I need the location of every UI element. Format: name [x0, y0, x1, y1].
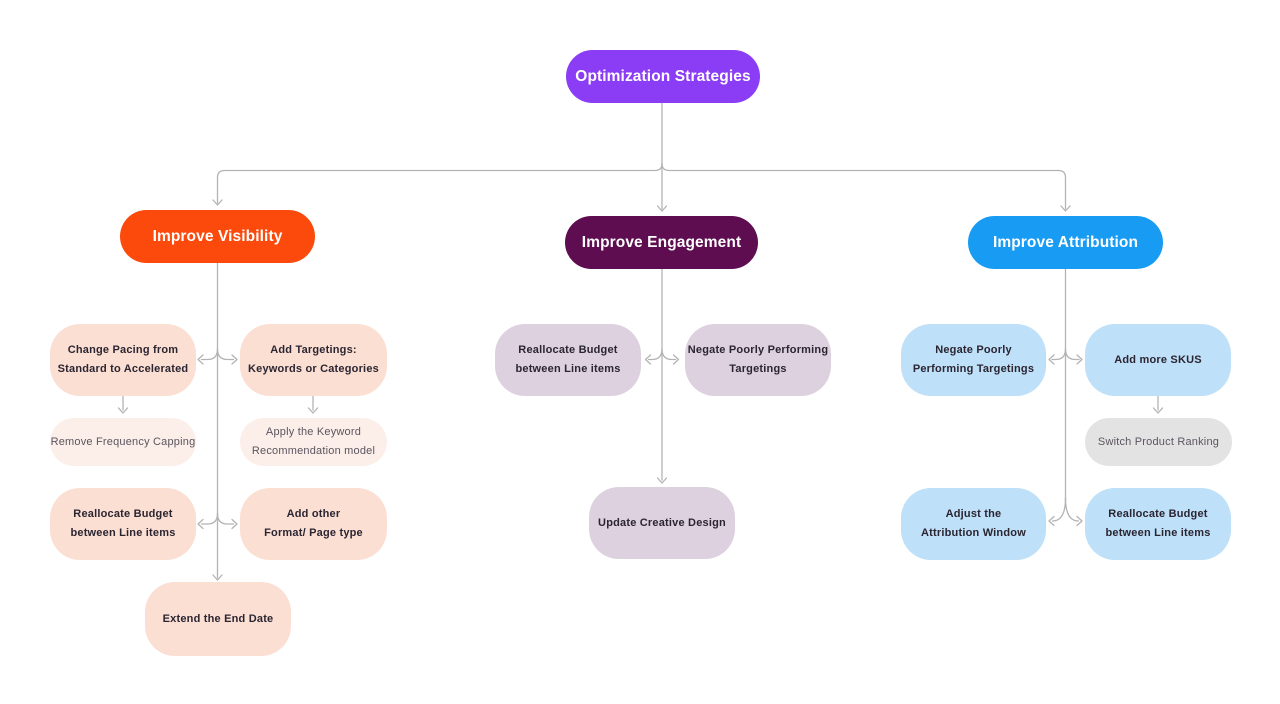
node-add-other-format: Add other Format/ Page type	[240, 488, 387, 560]
node-remove-frequency-capping: Remove Frequency Capping	[50, 418, 196, 466]
connector-root-to-branches	[212, 102, 1071, 212]
node-negate-targetings-attribution: Negate Poorly Performing Targetings	[901, 324, 1046, 396]
node-improve-attribution: Improve Attribution	[968, 216, 1163, 269]
node-improve-engagement: Improve Engagement	[565, 216, 758, 269]
node-add-more-skus: Add more SKUS	[1085, 324, 1231, 396]
node-negate-targetings-engagement: Negate Poorly Performing Targetings	[685, 324, 831, 396]
node-reallocate-budget-engagement: Reallocate Budget between Line items	[495, 324, 641, 396]
node-switch-product-ranking: Switch Product Ranking	[1085, 418, 1232, 466]
node-reallocate-budget-visibility: Reallocate Budget between Line items	[50, 488, 196, 560]
node-update-creative-design: Update Creative Design	[589, 487, 735, 559]
node-improve-visibility: Improve Visibility	[120, 210, 315, 263]
node-change-pacing: Change Pacing from Standard to Accelerat…	[50, 324, 196, 396]
node-apply-keyword-recommendation: Apply the Keyword Recommendation model	[240, 418, 387, 466]
node-adjust-attribution-window: Adjust the Attribution Window	[901, 488, 1046, 560]
node-add-targetings: Add Targetings: Keywords or Categories	[240, 324, 387, 396]
node-reallocate-budget-attribution: Reallocate Budget between Line items	[1085, 488, 1231, 560]
connector-engagement-branch	[644, 268, 680, 484]
node-optimization-strategies: Optimization Strategies	[566, 50, 760, 103]
node-extend-end-date: Extend the End Date	[145, 582, 291, 656]
